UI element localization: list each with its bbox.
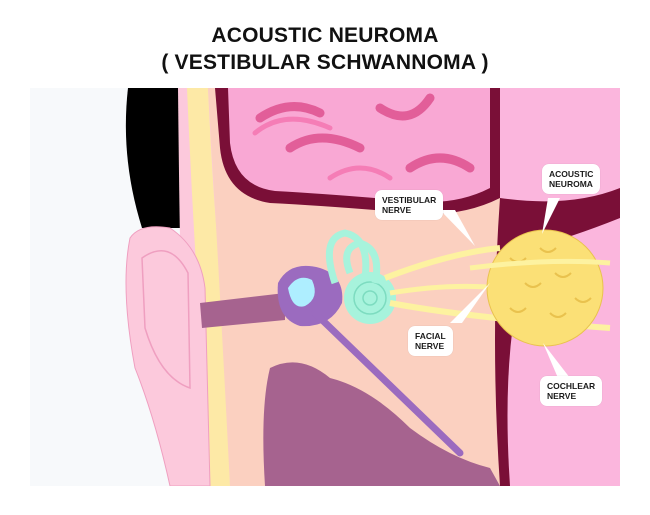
brain-fold — [252, 116, 393, 181]
label-line: FACIAL — [415, 331, 446, 341]
skull-bone — [187, 88, 230, 486]
label-cochlear-nerve: COCHLEAR NERVE — [540, 376, 603, 406]
label-line: NERVE — [382, 205, 412, 215]
diagram-title: ACOUSTIC NEUROMA — [211, 24, 439, 47]
ear-fold — [141, 250, 191, 390]
tumor — [486, 229, 604, 347]
diagram-subtitle: ( VESTIBULAR SCHWANNOMA ) — [161, 51, 489, 74]
throat-cavity — [263, 362, 500, 486]
label-line: NERVE — [415, 341, 445, 351]
label-line: COCHLEAR — [547, 381, 596, 391]
label-line: NERVE — [547, 391, 577, 401]
label-line: ACOUSTIC — [549, 169, 594, 179]
ear-canal — [200, 293, 285, 328]
eustachian-tube — [311, 309, 464, 457]
ossicles — [288, 277, 315, 307]
label-facial-nerve: FACIAL NERVE — [408, 326, 453, 356]
label-line: NEUROMA — [549, 179, 593, 189]
ear-anatomy-illustration — [30, 88, 620, 486]
label-line: VESTIBULAR — [382, 195, 437, 205]
label-vestibular-nerve: VESTIBULAR NERVE — [375, 190, 444, 220]
brainstem-outline — [495, 188, 620, 486]
cochlea — [344, 272, 396, 324]
semicircular-canals — [325, 229, 381, 285]
label-acoustic-neuroma: ACOUSTIC NEUROMA — [542, 164, 601, 194]
vestibular-nerve — [383, 245, 501, 281]
brain-fold — [255, 93, 475, 173]
